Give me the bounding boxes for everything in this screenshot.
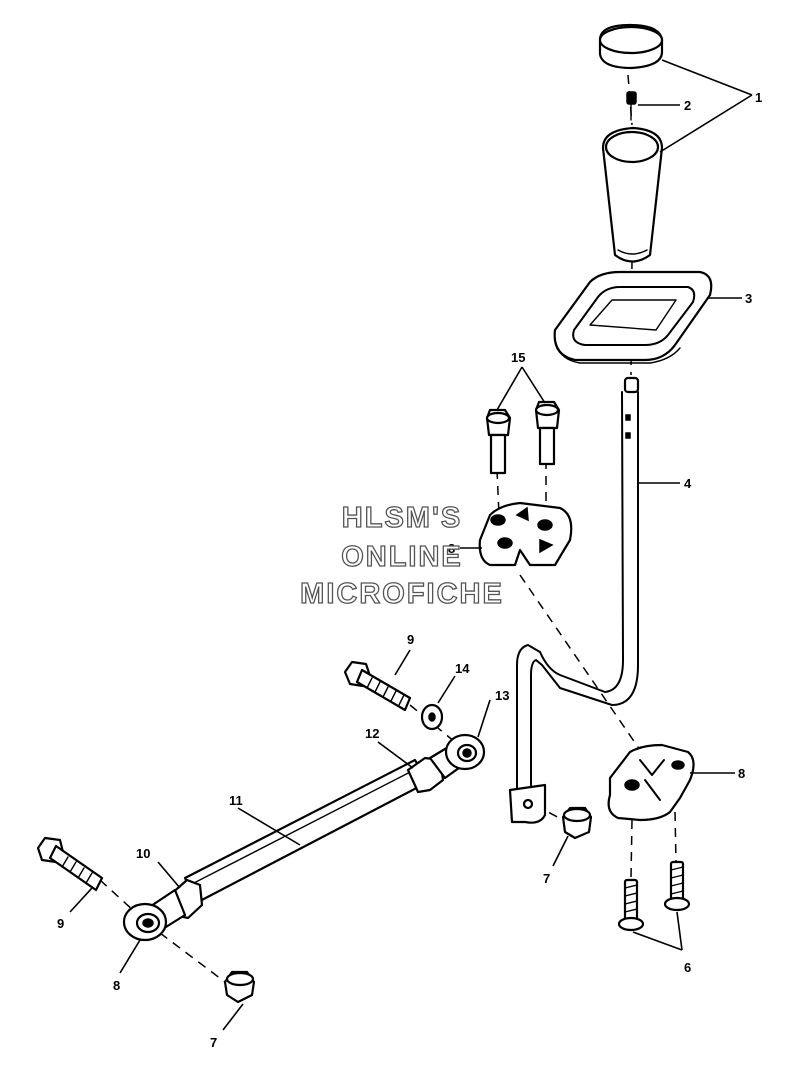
shift-lever — [508, 376, 640, 824]
callout-1: 1 — [755, 90, 762, 105]
callout-labels: 1 2 3 4 15 8 8 6 7 7 8 9 9 10 11 12 13 1… — [57, 90, 762, 1050]
callout-7-left: 7 — [210, 1035, 217, 1050]
watermark-line-2: ONLINE — [341, 541, 463, 573]
shift-boot — [553, 270, 713, 364]
washer — [420, 703, 444, 731]
rod-end-bolt-lower — [36, 836, 104, 892]
mounting-bracket-upper — [478, 501, 573, 567]
callout-3: 3 — [745, 291, 752, 306]
callout-13: 13 — [495, 688, 509, 703]
leader-lines — [69, 59, 753, 1031]
shift-knob — [601, 126, 664, 263]
callout-10: 10 — [136, 846, 150, 861]
lock-nut-right — [561, 806, 593, 840]
mounting-bracket-lower — [607, 743, 695, 822]
callout-7-right: 7 — [543, 871, 550, 886]
knob-cap — [598, 23, 664, 70]
callout-12: 12 — [365, 726, 379, 741]
callout-2: 2 — [684, 98, 691, 113]
callout-6: 6 — [684, 960, 691, 975]
callout-8-lower: 8 — [738, 766, 745, 781]
callout-8-rod-end: 8 — [113, 978, 120, 993]
callout-11: 11 — [229, 793, 243, 808]
callout-8-upper: 8 — [448, 541, 455, 556]
rod-end-bolt-upper — [343, 660, 412, 712]
watermark-line-3: MICROFICHE — [300, 578, 504, 610]
callout-15: 15 — [511, 350, 525, 365]
watermark-line-1: HLSM'S — [342, 502, 462, 534]
callout-4: 4 — [684, 476, 692, 491]
callout-14: 14 — [455, 661, 470, 676]
tie-rod-assembly — [122, 733, 486, 942]
callout-9-upper: 9 — [407, 632, 414, 647]
mounting-screws-lower — [617, 860, 691, 932]
mounting-bolts-upper — [485, 400, 561, 475]
lock-nut-left — [223, 970, 256, 1004]
watermark: HLSM'S ONLINE MICROFICHE — [300, 501, 504, 610]
callout-9-lower: 9 — [57, 916, 64, 931]
set-screw — [626, 91, 637, 121]
